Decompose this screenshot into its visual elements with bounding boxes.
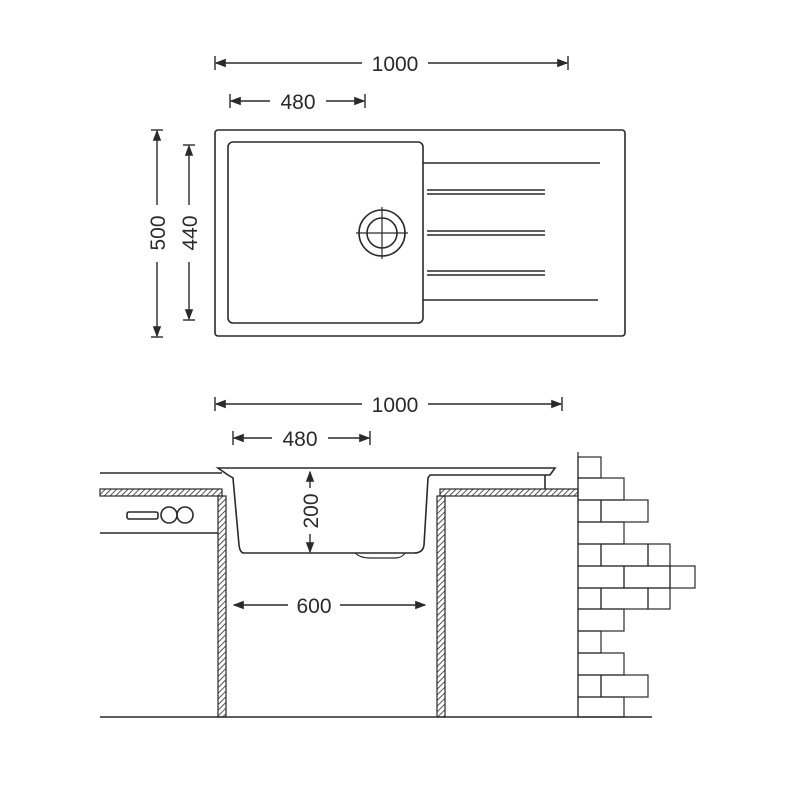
dimension-overall-length-top: 1000 xyxy=(214,53,569,76)
bowl-outline-top xyxy=(227,141,424,324)
label-bowl-width: 440 xyxy=(179,215,202,250)
label-overall-width: 500 xyxy=(147,215,170,250)
label-overall-length: 1000 xyxy=(372,53,419,76)
drain-icon xyxy=(356,207,408,259)
label-bowl-depth: 200 xyxy=(300,493,323,528)
dimension-cabinet-width: 600 xyxy=(232,595,427,618)
side-view: 1000 480 20 xyxy=(99,394,696,718)
cabinet-wall-left xyxy=(217,495,227,718)
dimension-bowl-length-side: 480 xyxy=(232,428,371,451)
dimension-bowl-width: 440 xyxy=(179,144,202,321)
dimension-overall-width: 500 xyxy=(147,129,170,338)
label-bowl-length: 480 xyxy=(280,91,315,114)
drainer-grooves xyxy=(423,162,600,301)
countertop-hatch-right xyxy=(439,488,579,497)
appliance-controls-icon xyxy=(126,506,194,524)
sink-outline-top xyxy=(214,129,626,337)
countertop-hatch-left xyxy=(99,488,223,497)
dimension-bowl-depth: 200 xyxy=(300,470,323,554)
dimension-bowl-length-top: 480 xyxy=(229,91,366,114)
label-bowl-length-side: 480 xyxy=(282,428,317,451)
label-cabinet-width: 600 xyxy=(296,595,331,618)
dimension-overall-length-side: 1000 xyxy=(214,394,563,417)
sink-section xyxy=(215,467,557,559)
label-overall-length-side: 1000 xyxy=(372,394,419,417)
brick-wall xyxy=(577,452,696,718)
cabinet-wall-right xyxy=(436,495,446,718)
top-view: 1000 480 500 440 xyxy=(147,53,626,338)
